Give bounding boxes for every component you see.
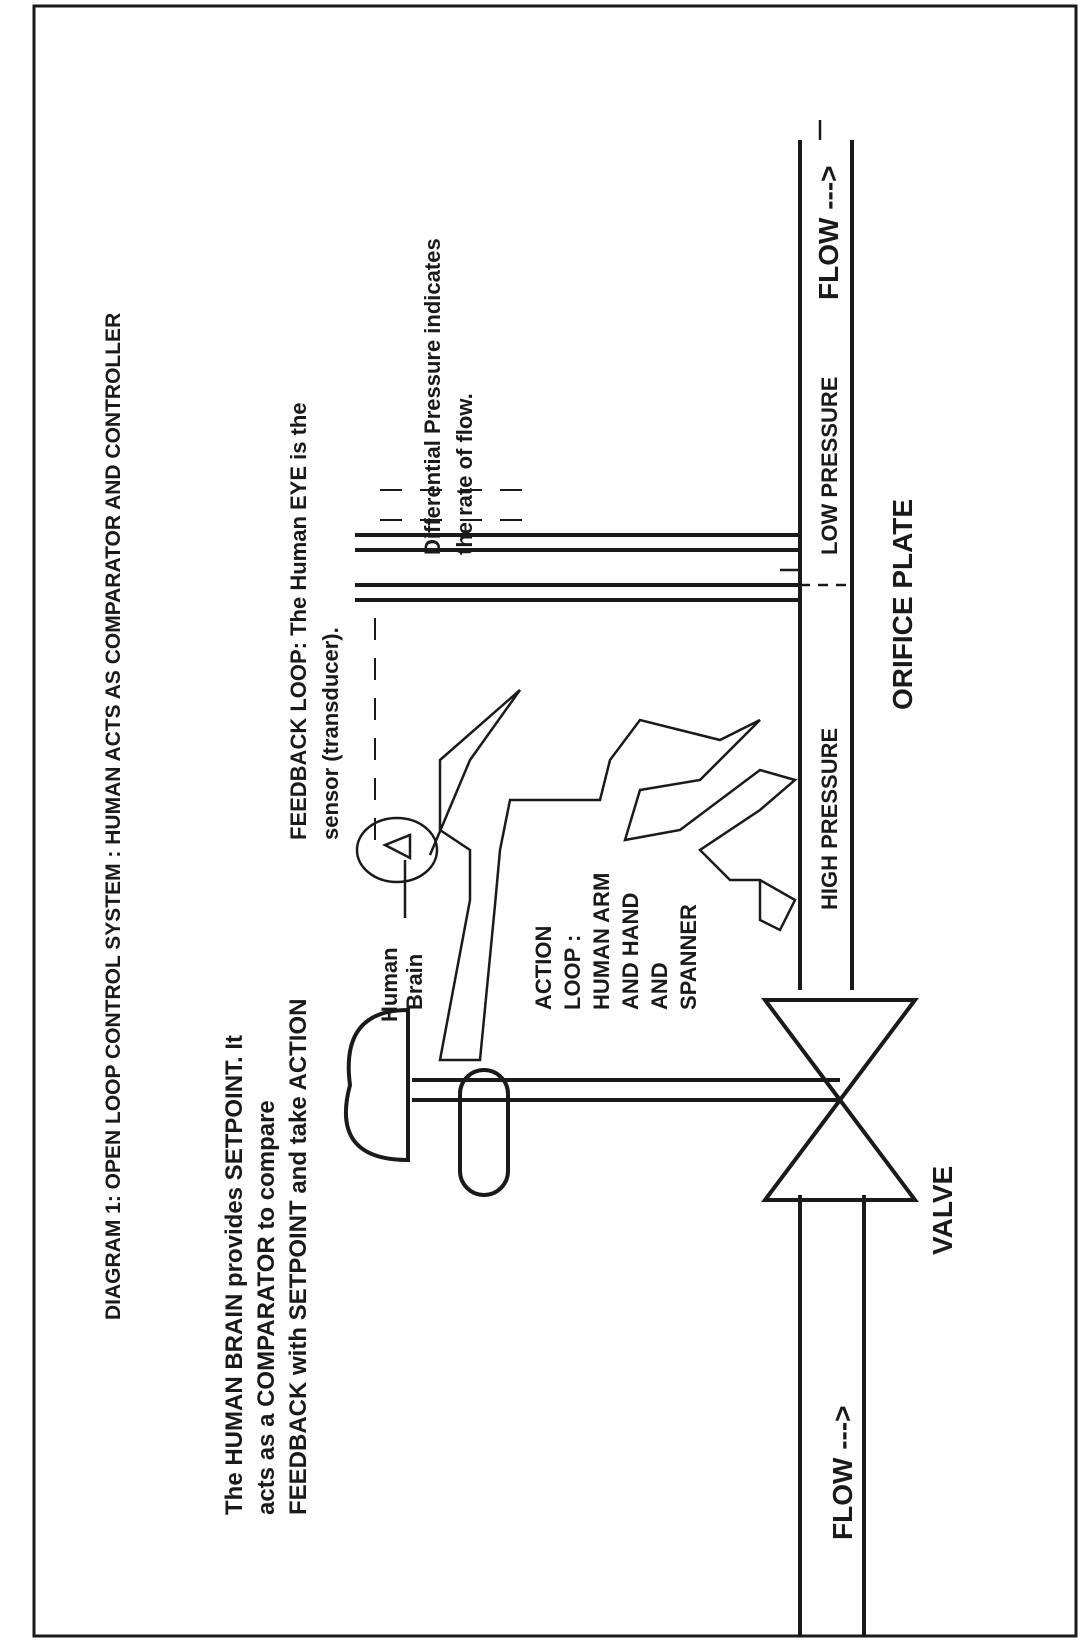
action-loop-label-6: SPANNER (676, 904, 701, 1010)
action-loop-label-2: LOOP : (560, 935, 585, 1010)
human-head (355, 816, 439, 884)
human-eye-icon (382, 833, 412, 861)
brain-note-line-3: FEEDBACK with SETPOINT and take ACTION (285, 999, 312, 1515)
diagram-title: DIAGRAM 1: OPEN LOOP CONTROL SYSTEM : HU… (102, 313, 125, 1320)
brain-note-line-1: The HUMAN BRAIN provides SETPOINT. It (221, 1035, 248, 1515)
action-loop-label-5: AND (647, 962, 672, 1010)
flow-in-label: FLOW ---> (827, 1405, 858, 1540)
feedback-note-line-2: sensor (transducer). (318, 627, 343, 840)
feedback-note-line-1: FEEDBACK LOOP: The Human EYE is the (286, 402, 311, 840)
human-body-outline (428, 689, 798, 1062)
high-pressure-label: HIGH PRESSURE (817, 728, 842, 910)
valve-label: VALVE (927, 1166, 958, 1255)
orifice-plate-label: ORIFICE PLATE (887, 499, 918, 710)
action-loop-label-3: HUMAN ARM (589, 873, 614, 1010)
dp-note-line-2: the rate of flow. (452, 393, 477, 555)
dp-note-line-1: Differential Pressure indicates (420, 238, 445, 555)
action-loop-label-1: ACTION (531, 926, 556, 1010)
low-pressure-label: LOW PRESSURE (817, 377, 842, 555)
valve-body-lower (761, 1096, 919, 1202)
human-figure (355, 689, 798, 1062)
brain-note-line-2: acts as a COMPARATOR to compare (253, 1100, 280, 1515)
flow-out-label: FLOW ---> (813, 165, 844, 300)
human-brain-label-line-2: Brain (402, 954, 427, 1010)
valve-handwheel (344, 1007, 410, 1163)
action-loop-label-4: AND HAND (618, 893, 643, 1010)
page-border (32, 4, 1078, 1638)
valve-body-upper (761, 998, 919, 1104)
spanner-grip (458, 1068, 510, 1197)
